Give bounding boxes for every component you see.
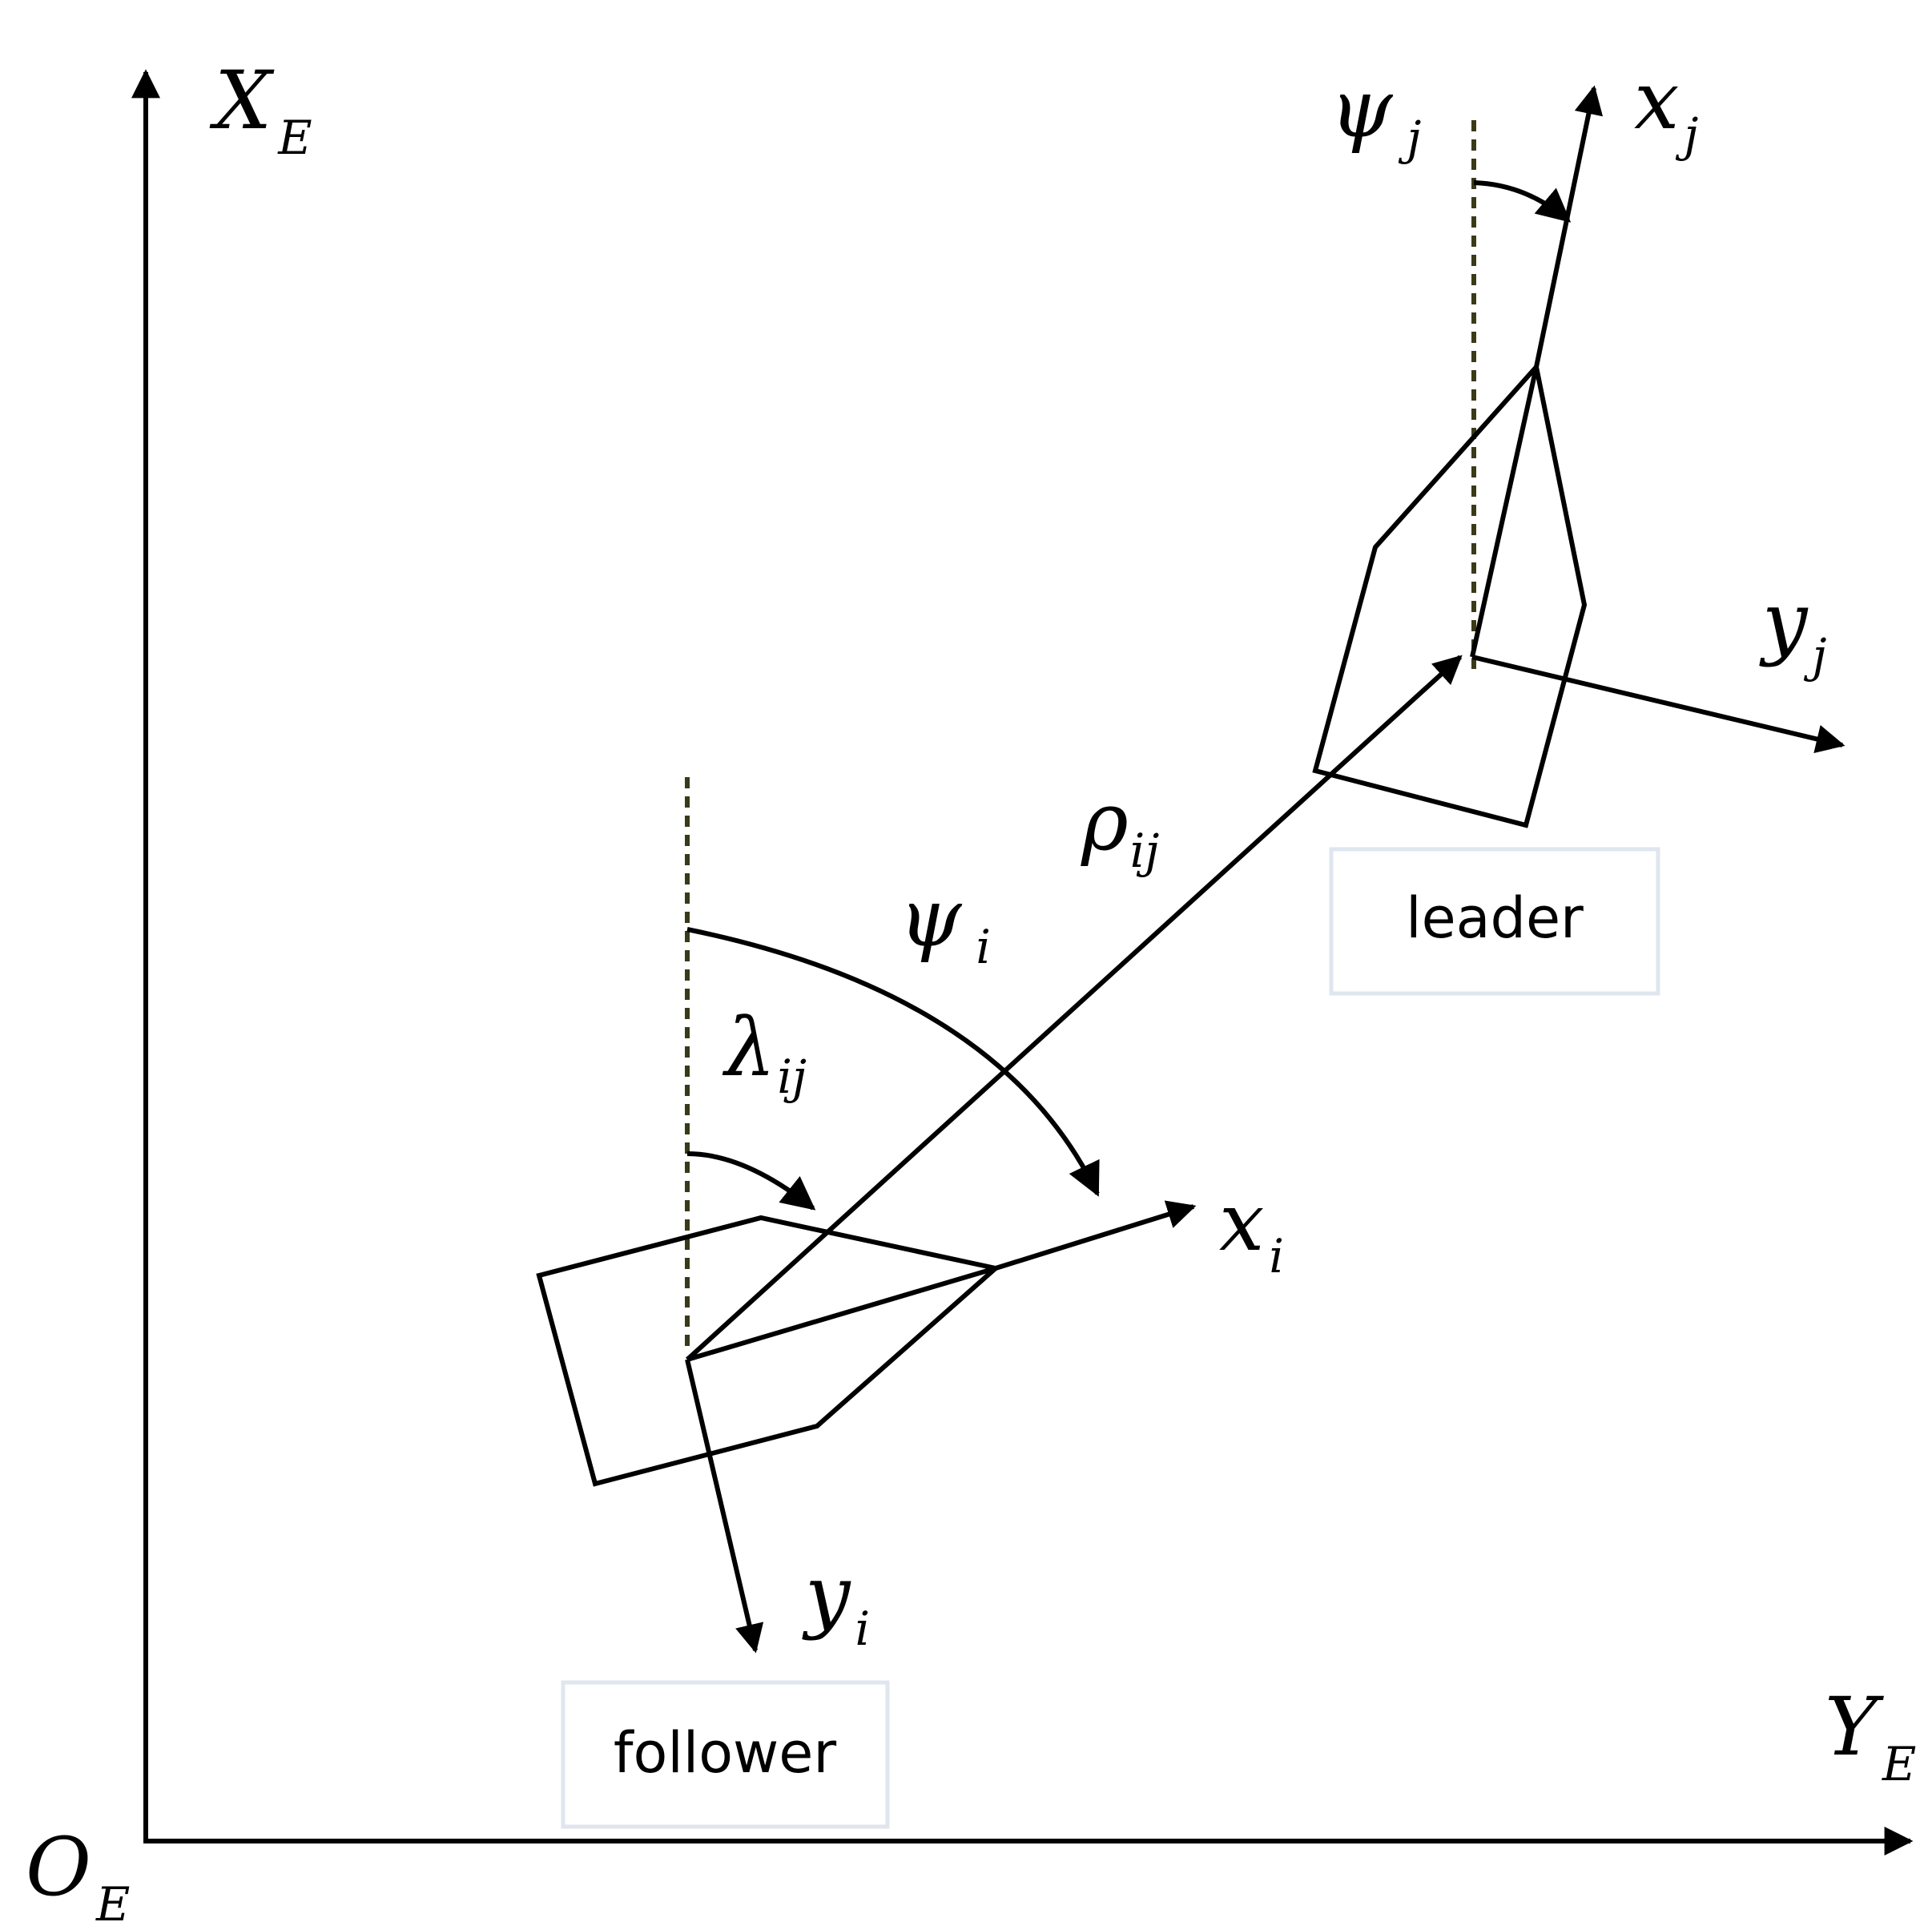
relative-distance-label: ρij <box>1081 775 1159 878</box>
follower-label: follower <box>614 1720 837 1786</box>
follower-heading-arc <box>686 927 1100 1197</box>
leader-label-box <box>1329 847 1660 996</box>
bearing-arc <box>686 1151 816 1211</box>
follower-hull-outline <box>536 1215 997 1487</box>
earth-frame <box>131 69 1914 1855</box>
follower-vessel <box>536 927 1197 1654</box>
relative-distance-vector <box>685 655 1463 1362</box>
leader-vessel <box>1312 85 1845 828</box>
follower-label-box <box>561 1680 890 1829</box>
leader-y-axis <box>1471 655 1845 754</box>
leader-heading-arc <box>1473 180 1572 223</box>
follower-y-axis <box>685 1359 764 1654</box>
leader-label: leader <box>1406 885 1584 951</box>
bearing-label: λij <box>722 1001 807 1104</box>
follower-x-axis <box>995 1200 1197 1271</box>
leader-x-axis <box>1534 85 1604 368</box>
leader-hull-outline <box>1312 365 1588 828</box>
